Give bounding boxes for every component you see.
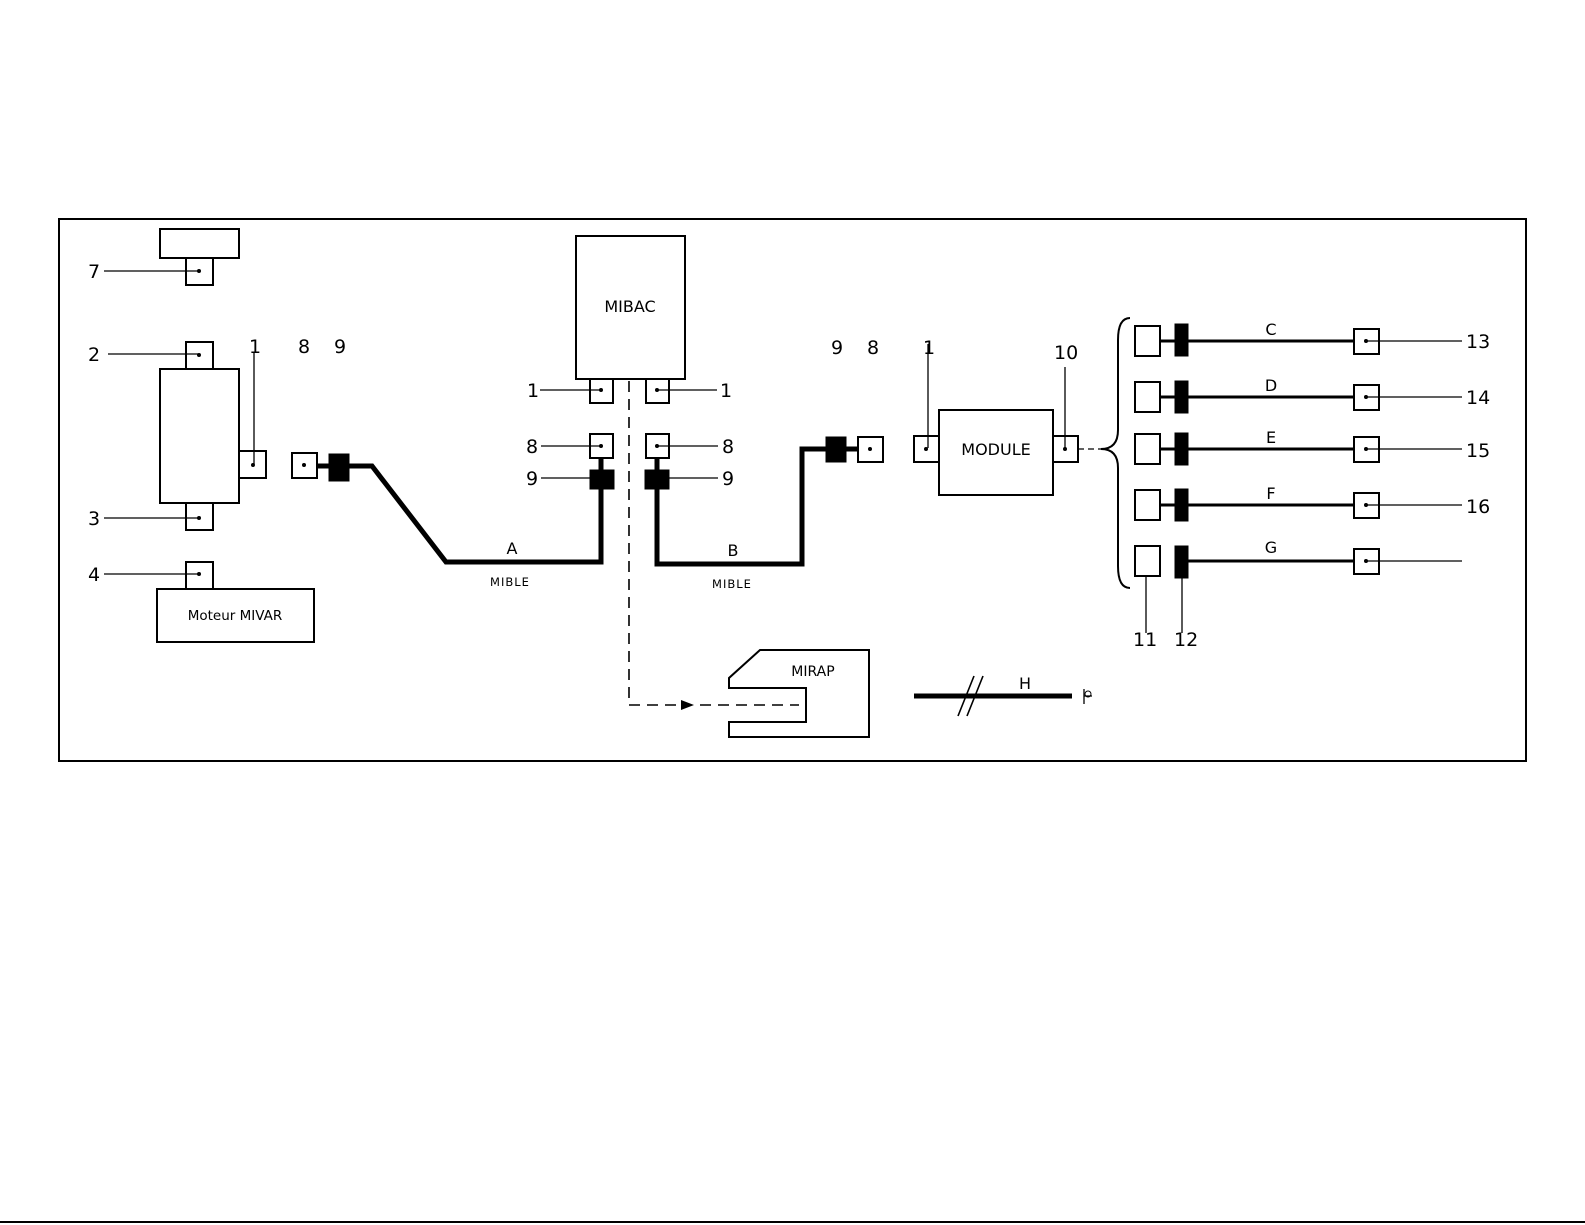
callout-9-left: 9: [334, 336, 346, 358]
distribution-brace: [1101, 318, 1130, 588]
cable-a: [349, 466, 601, 562]
connector-9-mibac-right: [645, 470, 669, 489]
callout-16: 16: [1466, 496, 1490, 518]
connector-9-right: [826, 437, 846, 462]
module-label: MODULE: [961, 440, 1030, 459]
callout-8-mibac-left: 8: [526, 436, 538, 458]
branch-c: [1135, 324, 1462, 356]
mirap-label: MIRAP: [791, 664, 834, 680]
branch-g: [1135, 546, 1462, 633]
top-left-device: [160, 229, 239, 285]
callout-1-left: 1: [249, 336, 261, 358]
callout-2: 2: [88, 344, 100, 366]
mibac-label: MIBAC: [604, 297, 655, 316]
callout-8-left: 8: [298, 336, 310, 358]
branch-f: [1135, 489, 1462, 521]
callout-11: 11: [1133, 629, 1157, 651]
cable-b-label: B: [728, 541, 739, 560]
connector-9-left: [329, 454, 349, 481]
callout-1-mibac-left: 1: [527, 380, 539, 402]
callout-13: 13: [1466, 331, 1490, 353]
callout-10: 10: [1054, 342, 1078, 364]
cable-h: [914, 676, 1072, 716]
motor-label: Moteur MIVAR: [188, 608, 283, 624]
cable-c-label: C: [1265, 320, 1276, 339]
callout-8-right: 8: [867, 337, 879, 359]
terminator-icon: [1084, 689, 1092, 704]
callout-8-mibac-right: 8: [722, 436, 734, 458]
mibac-unit: [576, 236, 685, 403]
cable-f-label: F: [1266, 484, 1275, 503]
callout-9-mibac-left: 9: [526, 468, 538, 490]
callout-14: 14: [1466, 387, 1490, 409]
callout-7: 7: [88, 261, 100, 283]
callout-15: 15: [1466, 440, 1490, 462]
callout-12: 12: [1174, 629, 1198, 651]
connector-9-mibac-left: [590, 470, 614, 489]
callout-9-mibac-right: 9: [722, 468, 734, 490]
cable-d-label: D: [1265, 376, 1277, 395]
cable-b: [657, 449, 829, 564]
cable-h-label: H: [1019, 674, 1031, 693]
branch-e: [1135, 433, 1462, 465]
callout-1-module: 1: [923, 337, 935, 359]
callout-3: 3: [88, 508, 100, 530]
callout-9-right: 9: [831, 337, 843, 359]
callout-4: 4: [88, 564, 100, 586]
cable-a-type: MIBLE: [490, 575, 530, 589]
cable-b-type: MIBLE: [712, 577, 752, 591]
branch-d: [1135, 381, 1462, 413]
cable-e-label: E: [1266, 428, 1276, 447]
callout-1-mibac-right: 1: [720, 380, 732, 402]
cable-g-label: G: [1265, 538, 1277, 557]
cable-a-label: A: [507, 539, 518, 558]
left-central-device: [160, 342, 266, 530]
mirap-arrow: [681, 700, 694, 710]
